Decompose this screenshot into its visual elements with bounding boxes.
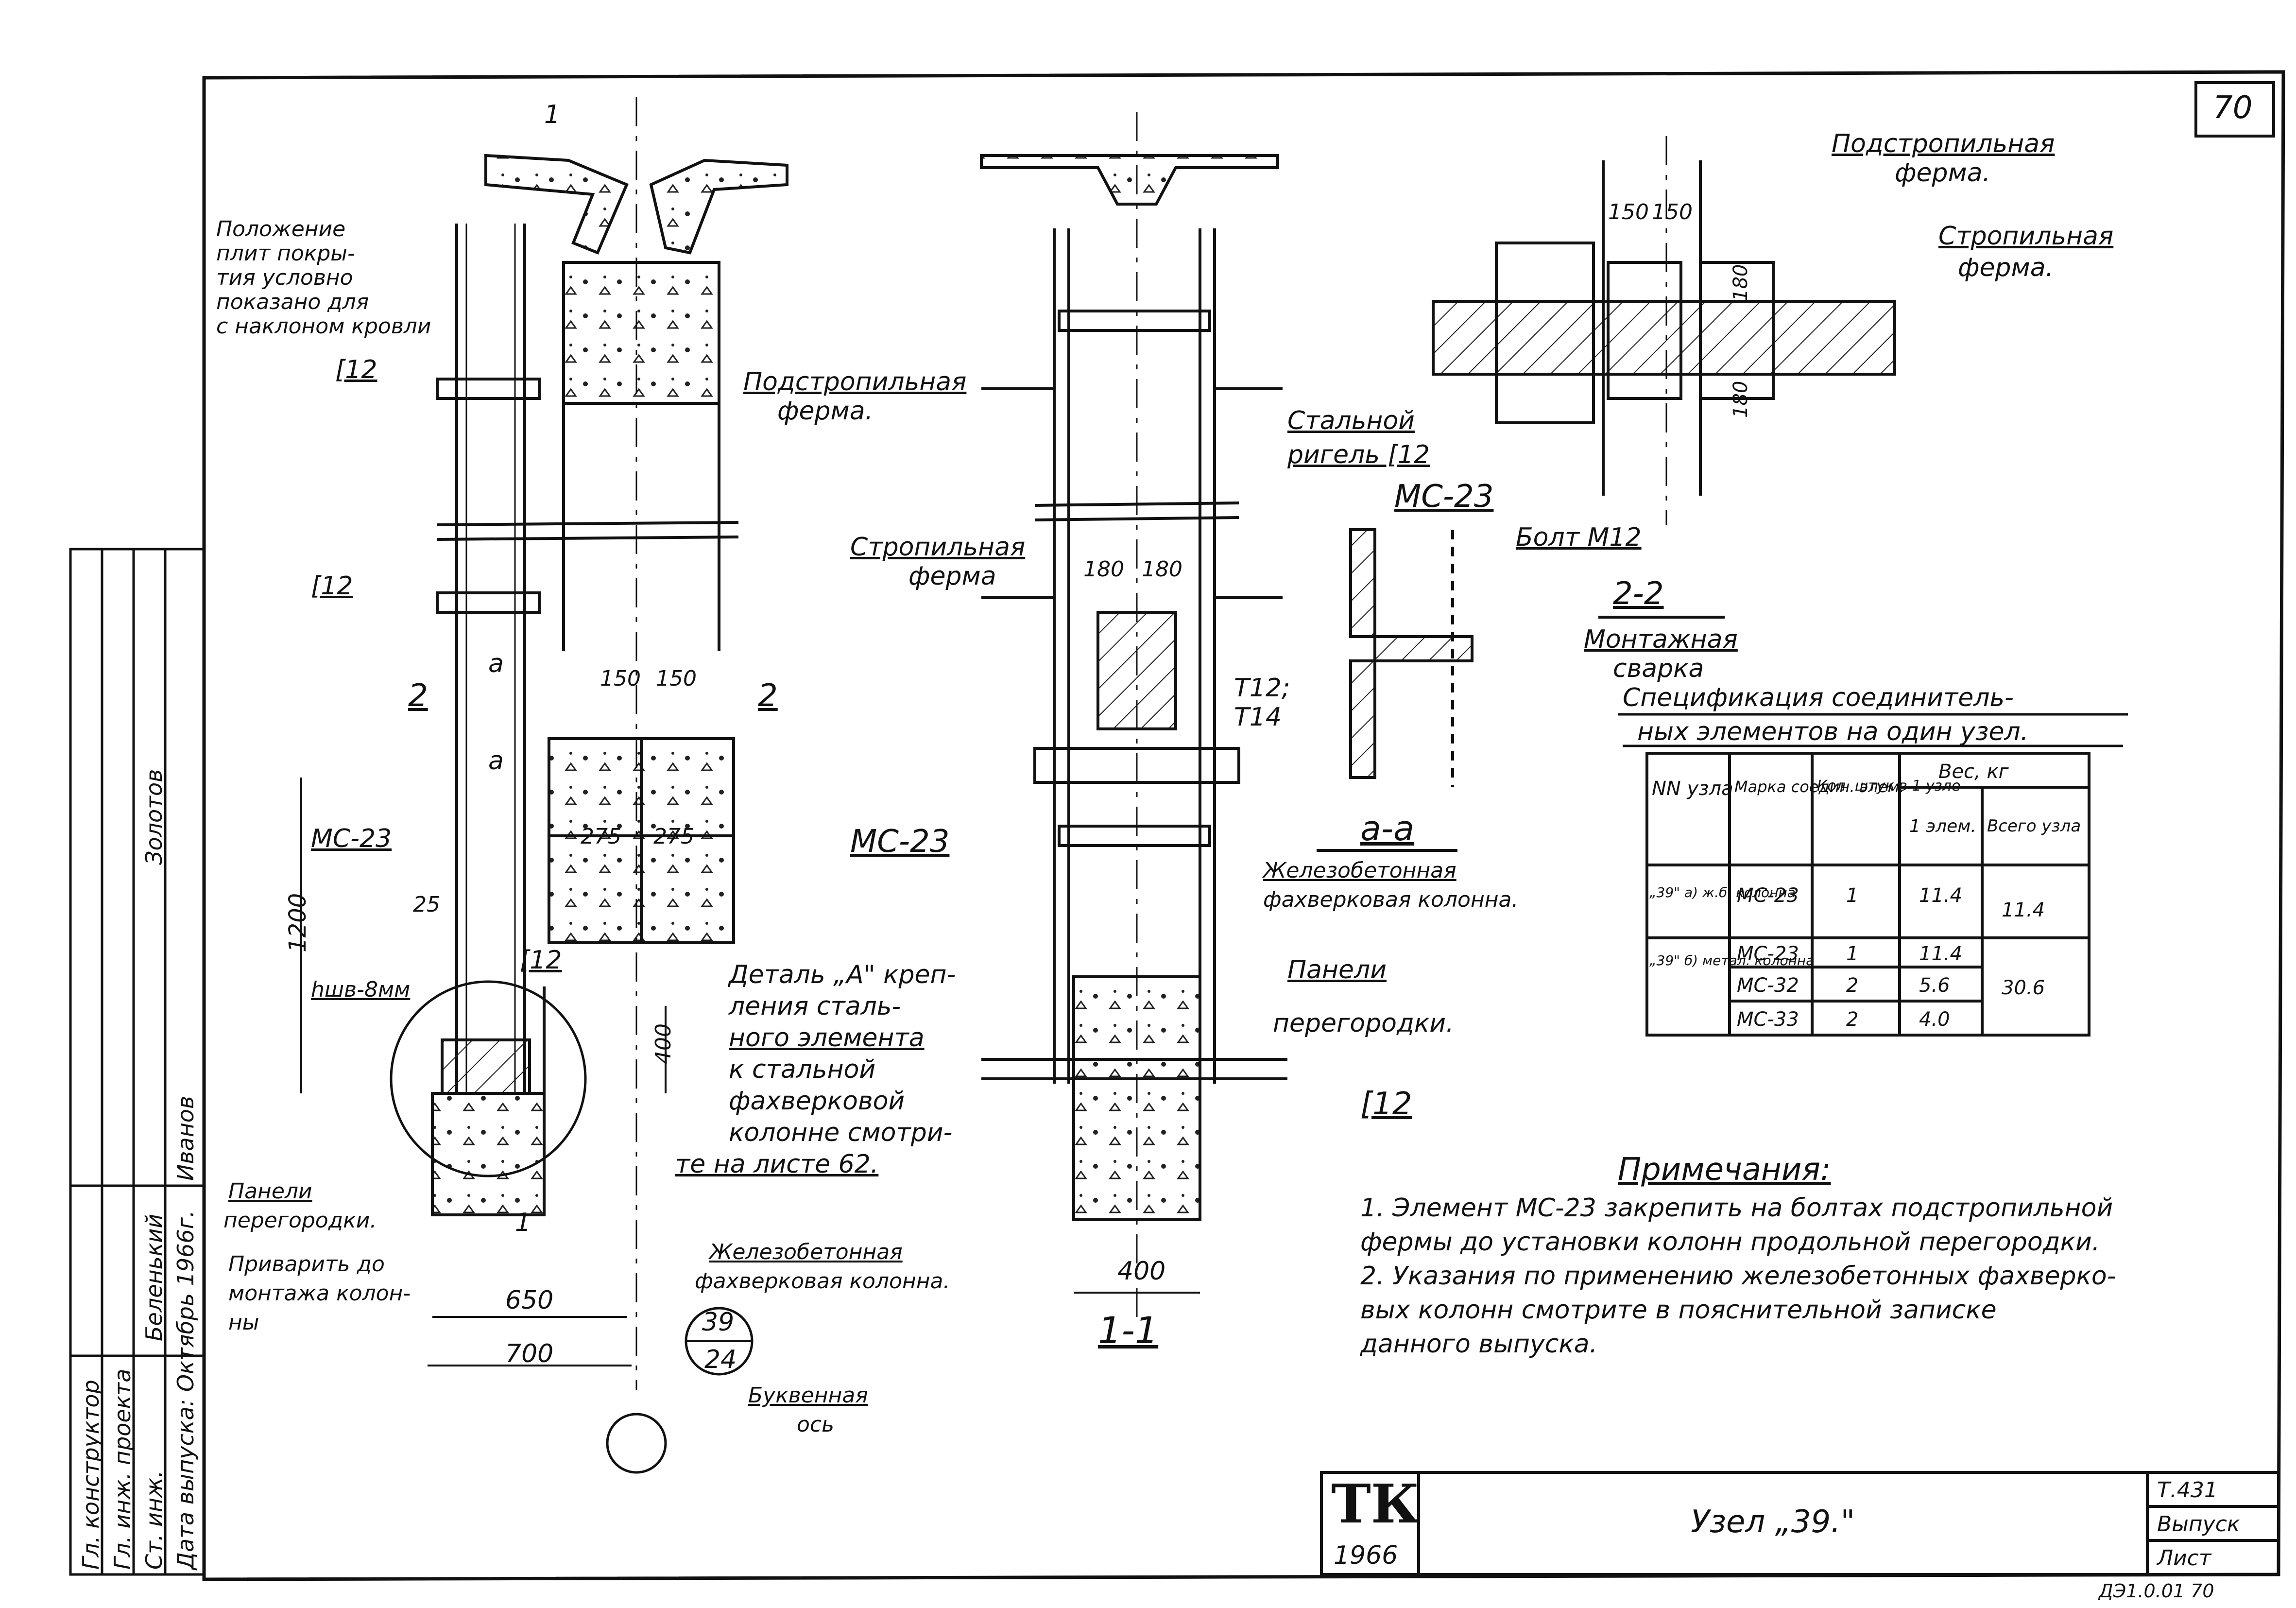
signature-strip bbox=[69, 548, 206, 1576]
view-plan bbox=[1317, 136, 1896, 852]
title-block bbox=[1320, 1471, 2280, 1576]
spec-table-frame bbox=[1618, 713, 2128, 1037]
view-section-1-1 bbox=[980, 112, 1287, 1322]
view-elevation bbox=[300, 97, 788, 1474]
sheet-frame bbox=[202, 70, 2285, 1581]
